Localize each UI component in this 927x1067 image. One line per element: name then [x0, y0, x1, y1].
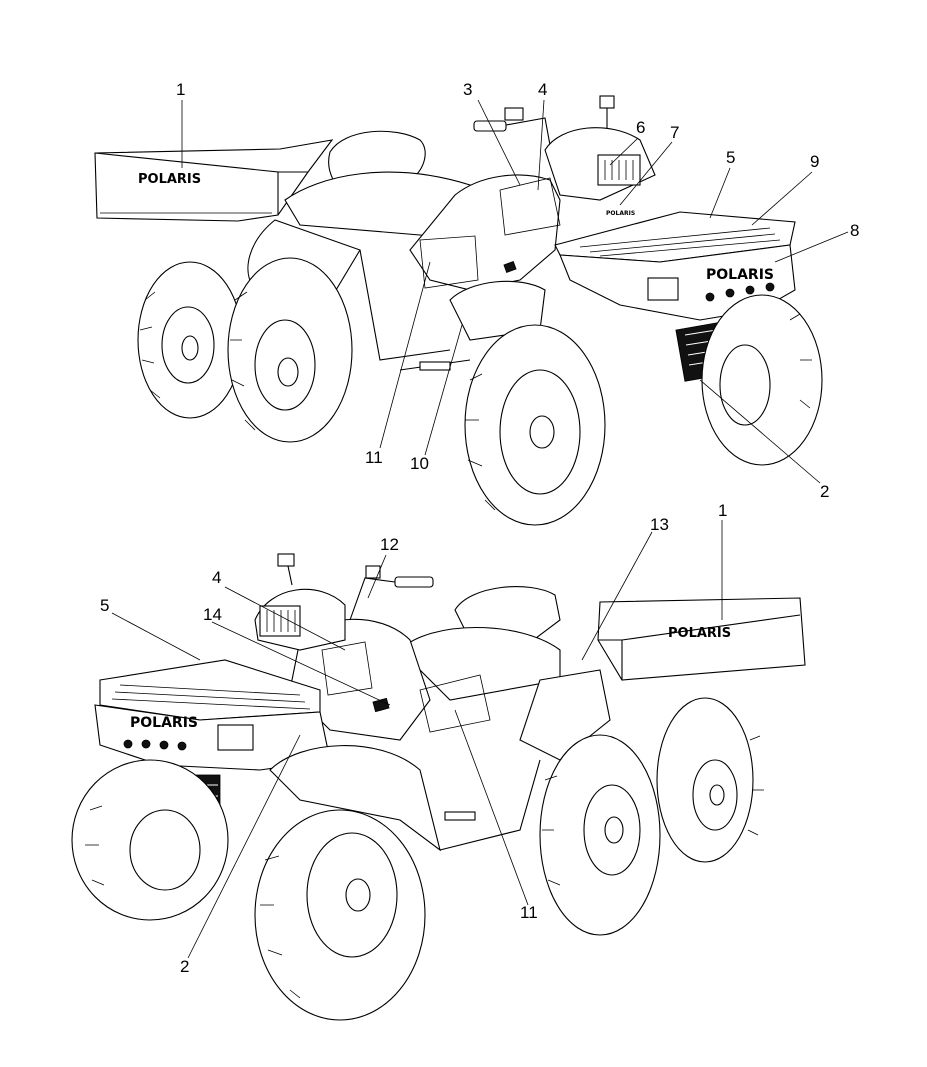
- callout-9-upper: 9: [810, 152, 819, 171]
- callout-11-lower: 11: [520, 903, 538, 922]
- callout-2-lower: 2: [180, 957, 189, 976]
- callout-1-upper: 1: [176, 80, 185, 99]
- callout-4-lower: 4: [212, 568, 221, 587]
- callouts: 1 3 4 6 7 5 9 8 11 10 2 12 4 5 14 13 1 1…: [100, 80, 859, 976]
- upper-front-logo: POLARIS: [706, 267, 774, 283]
- lower-vehicle: POLARIS: [71, 553, 806, 1021]
- lower-wheel-front-near: [254, 809, 426, 1021]
- callout-6-upper: 6: [636, 118, 645, 137]
- upper-wheel-front-far: [701, 294, 823, 466]
- lower-wheel-rear-far: [656, 697, 754, 863]
- upper-cargo-logo: POLARIS: [138, 172, 201, 187]
- upper-vehicle: POLARIS POLARIS: [94, 95, 823, 526]
- lower-wheel-rear-near: [539, 734, 661, 936]
- callout-3-upper: 3: [463, 80, 472, 99]
- upper-wheel-rear-near: [227, 257, 353, 443]
- callout-8-upper: 8: [850, 221, 859, 240]
- callout-2-upper: 2: [820, 482, 829, 501]
- upper-wheel-rear-far: [137, 261, 243, 419]
- callout-12-lower: 12: [380, 535, 399, 554]
- lower-cargo-box: POLARIS: [597, 597, 806, 681]
- upper-cargo-box: POLARIS: [94, 139, 334, 222]
- callout-10-upper: 10: [410, 454, 429, 473]
- callout-7-upper: 7: [670, 123, 679, 142]
- callout-5-lower: 5: [100, 596, 109, 615]
- upper-wheel-front-near: [464, 324, 606, 526]
- callout-5-upper: 5: [726, 148, 735, 167]
- lower-cargo-logo: POLARIS: [668, 626, 731, 641]
- callout-13-lower: 13: [650, 515, 669, 534]
- lower-wheel-front-far: [71, 759, 229, 921]
- upper-small-decal: POLARIS: [606, 210, 635, 217]
- callout-14-lower: 14: [203, 605, 222, 624]
- lower-front-logo: POLARIS: [130, 715, 198, 731]
- leader-lines: [111, 99, 849, 959]
- callout-11-upper: 11: [365, 448, 383, 467]
- callout-1-lower: 1: [718, 501, 727, 520]
- lower-front-rack: [99, 659, 321, 721]
- callout-4-upper: 4: [538, 80, 547, 99]
